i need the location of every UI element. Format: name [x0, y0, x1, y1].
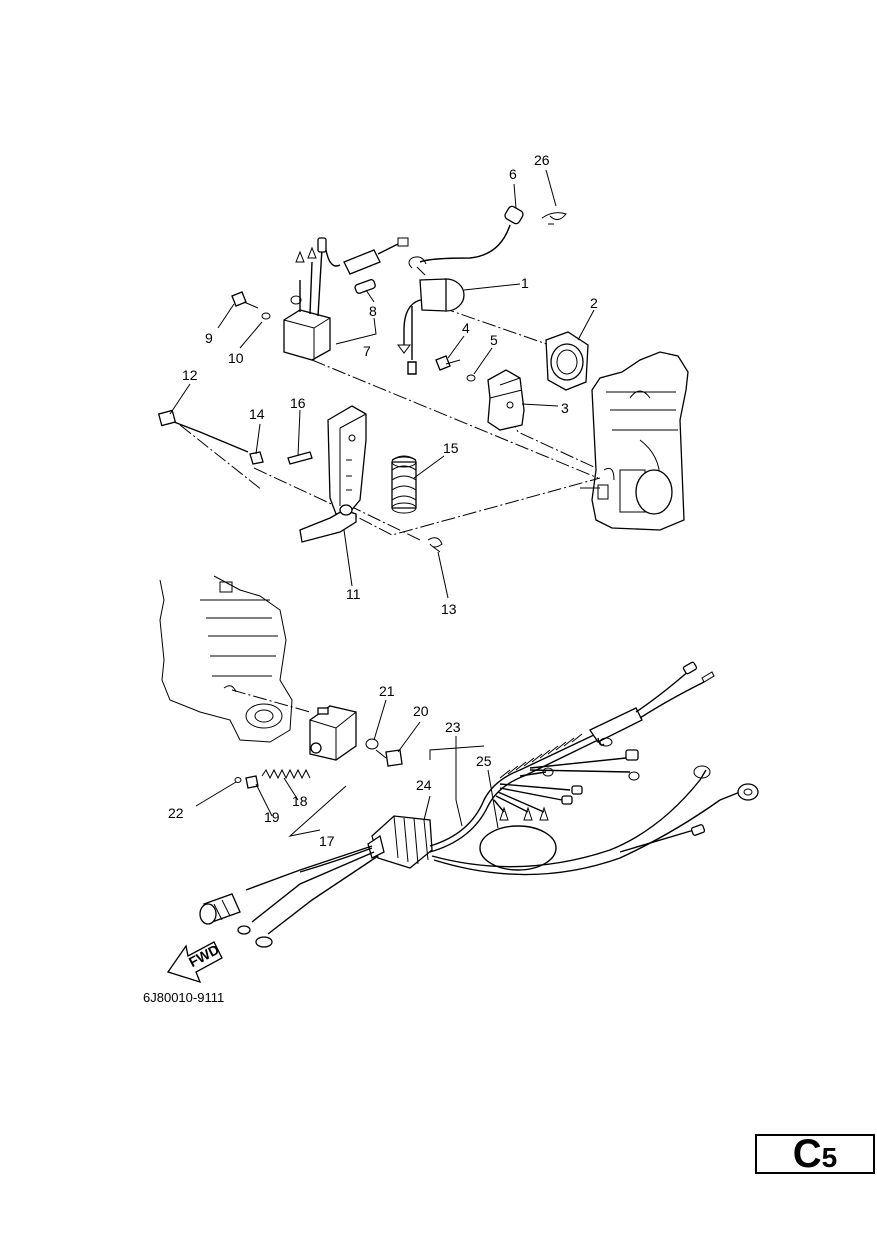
callout-21: 21 [379, 683, 395, 699]
rectifier-part-7 [283, 237, 331, 361]
callout-1: 1 [521, 275, 529, 291]
clip-part-13 [427, 537, 443, 553]
callout-leaders [169, 169, 595, 837]
callout-6: 6 [509, 166, 517, 182]
bracket-part-2 [545, 331, 589, 391]
callout-26: 26 [534, 152, 550, 168]
engine-block-upper [580, 351, 689, 531]
callout-9: 9 [205, 330, 213, 346]
callout-13: 13 [441, 601, 457, 617]
callout-numbers: 1 2 3 4 5 6 7 8 9 10 11 12 13 14 15 16 1… [168, 152, 598, 849]
connector-part-12 [157, 409, 249, 453]
bolt-part-20 [375, 749, 403, 767]
loop-part-25 [479, 825, 557, 871]
plate-part-3 [487, 369, 525, 431]
switch-part-17 [309, 705, 357, 761]
callout-16: 16 [290, 395, 306, 411]
callout-18: 18 [292, 793, 308, 809]
callout-10: 10 [228, 350, 244, 366]
callout-4: 4 [462, 320, 470, 336]
callout-8: 8 [369, 303, 377, 319]
callout-24: 24 [416, 777, 432, 793]
ignition-coil-part-1 [397, 256, 465, 375]
callout-11: 11 [346, 586, 361, 602]
washer-part-22 [234, 777, 242, 783]
spring-part-18 [261, 768, 311, 780]
nut-part-19 [245, 775, 259, 789]
page-section-badge: C 5 [755, 1134, 875, 1174]
engine-block-lower [159, 575, 293, 743]
fuse-holder [325, 237, 409, 275]
bolt-part-4 [435, 355, 461, 371]
fuse-part-8 [354, 279, 376, 294]
drawing-code: 6J80010-9111 [143, 990, 224, 1005]
callout-19: 19 [264, 809, 280, 825]
washer-part-21 [365, 738, 379, 750]
callout-12: 12 [182, 367, 198, 383]
spring-part-15 [391, 455, 417, 514]
wire-harness-part-23 [429, 661, 759, 876]
bolt-part-9 [231, 291, 259, 309]
main-lead-cables [199, 845, 379, 948]
harness-block-part-24 [367, 815, 433, 869]
badge-letter: C [792, 1132, 822, 1176]
clip-part-26 [541, 212, 567, 225]
callout-2: 2 [590, 295, 598, 311]
callout-25: 25 [476, 753, 492, 769]
callout-7: 7 [363, 343, 371, 359]
badge-number: 5 [821, 1142, 838, 1173]
washer-part-5 [466, 374, 476, 382]
callout-20: 20 [413, 703, 429, 719]
washer-part-10 [261, 312, 271, 320]
callout-17: 17 [319, 833, 335, 849]
callout-23: 23 [445, 719, 461, 735]
callout-3: 3 [561, 400, 569, 416]
bracket-part-11 [299, 405, 367, 543]
fwd-arrow-icon: FWD [166, 941, 223, 984]
spark-plug-cap-part-6 [419, 205, 524, 263]
callout-22: 22 [168, 805, 184, 821]
callout-15: 15 [443, 440, 459, 456]
callout-5: 5 [490, 332, 498, 348]
callout-14: 14 [249, 406, 265, 422]
pin-part-16 [287, 451, 313, 465]
